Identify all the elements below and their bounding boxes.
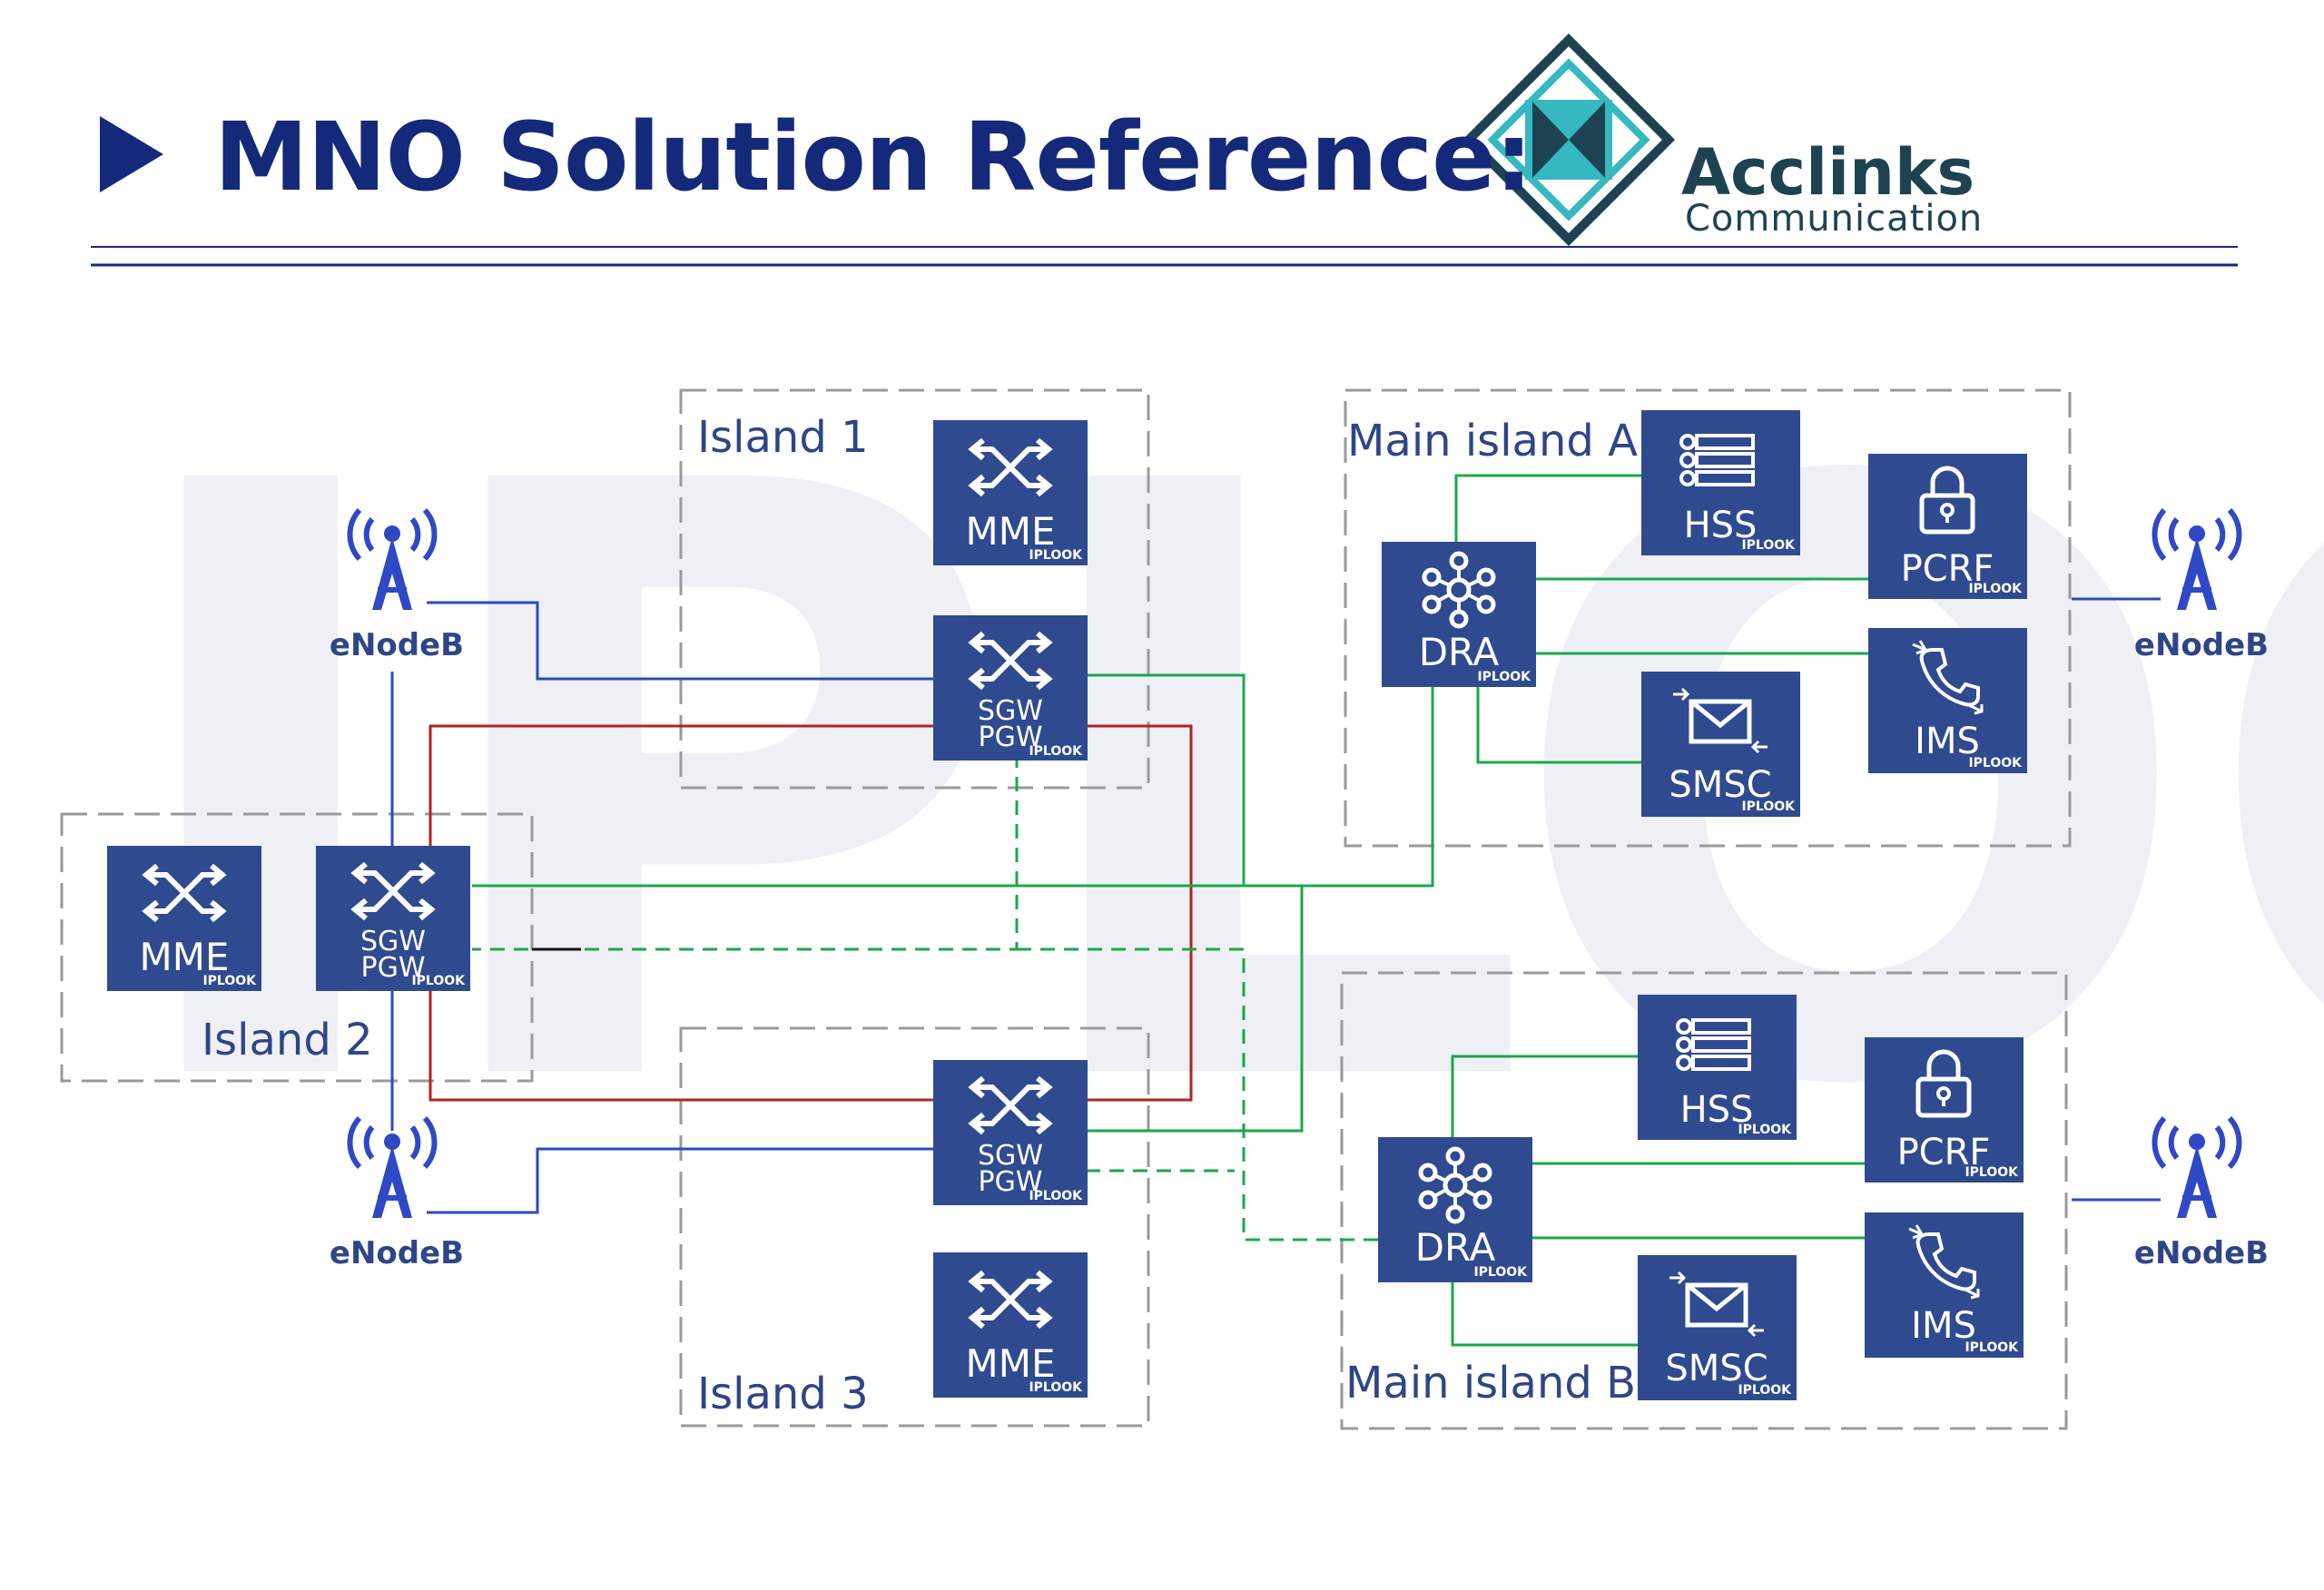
svg-text:IPLOOK: IPLOOK (1738, 1383, 1792, 1398)
label-island-1: Island 1 (697, 412, 869, 463)
svg-text:IPLOOK: IPLOOK (1968, 756, 2023, 770)
node-sgw-pgw-island-1[interactable]: SGW PGW IPLOOK (933, 615, 1088, 761)
svg-text:MME: MME (965, 509, 1055, 554)
svg-text:IPLOOK: IPLOOK (411, 974, 466, 988)
label-island-2: Island 2 (202, 1015, 373, 1065)
svg-text:eNodeB: eNodeB (330, 1235, 464, 1271)
svg-text:IPLOOK: IPLOOK (1477, 670, 1531, 684)
node-pcrf-main-b[interactable]: PCRF IPLOOK (1865, 1037, 2024, 1183)
link-sgw3-core (1086, 886, 1304, 1133)
svg-text:IPLOOK: IPLOOK (1738, 1123, 1792, 1137)
svg-text:HSS: HSS (1684, 505, 1758, 546)
region-island-2 (60, 812, 534, 1083)
enodeb-top-right[interactable]: eNodeB (2134, 510, 2269, 663)
link-dra-b-hss-b (1451, 1055, 1638, 1140)
node-mme-island-3[interactable]: MME IPLOOK (933, 1252, 1088, 1398)
node-sgw-pgw-island-3[interactable]: SGW PGW IPLOOK (933, 1060, 1088, 1205)
svg-text:IMS: IMS (1915, 721, 1980, 762)
svg-text:IPLOOK: IPLOOK (1741, 538, 1796, 553)
node-dra-main-a[interactable]: DRA IPLOOK (1382, 542, 1536, 687)
label-main-island-b: Main island B (1345, 1358, 1636, 1408)
svg-text:PGW: PGW (978, 1166, 1042, 1198)
svg-text:IPLOOK: IPLOOK (1965, 1165, 2019, 1180)
region-island-1 (679, 388, 1150, 790)
region-island-3 (679, 1026, 1150, 1428)
svg-text:IPLOOK: IPLOOK (1965, 1340, 2019, 1355)
svg-text:SMSC: SMSC (1669, 764, 1771, 806)
region-main-island-a (1344, 388, 2072, 848)
node-smsc-main-b[interactable]: SMSC IPLOOK (1638, 1255, 1797, 1400)
svg-text:eNodeB: eNodeB (2134, 1235, 2269, 1271)
page-title: MNO Solution Reference: (214, 102, 1532, 212)
label-main-island-a: Main island A (1347, 416, 1638, 466)
svg-text:IPLOOK: IPLOOK (202, 974, 257, 988)
node-ims-main-b[interactable]: IMS IPLOOK (1865, 1212, 2024, 1358)
enodeb-bottom-right[interactable]: eNodeB (2134, 1118, 2269, 1271)
brand-name: Acclinks (1681, 135, 1975, 210)
link-dra-b-smsc-b (1451, 1280, 1638, 1347)
svg-text:IPLOOK: IPLOOK (1029, 548, 1083, 563)
enodeb-bottom-left[interactable]: eNodeB (330, 1118, 464, 1271)
svg-text:IPLOOK: IPLOOK (1968, 582, 2023, 596)
svg-text:IPLOOK: IPLOOK (1741, 800, 1796, 814)
diameter-backup-links (472, 753, 1378, 1242)
svg-text:SGW: SGW (978, 695, 1043, 727)
svg-text:PGW: PGW (360, 952, 425, 984)
node-smsc-main-a[interactable]: SMSC IPLOOK (1641, 672, 1800, 817)
svg-text:DRA: DRA (1419, 630, 1500, 674)
brand-logo-icon (1462, 33, 1676, 247)
link-dra-a-smsc-a (1476, 686, 1641, 764)
link-sgw1-sgw3 (1086, 724, 1193, 1102)
link-sgw1-core (1086, 673, 1246, 886)
enodeb-top-left[interactable]: eNodeB (330, 510, 464, 663)
node-mme-island-2[interactable]: MME IPLOOK (107, 846, 261, 991)
node-mme-island-1[interactable]: MME IPLOOK (933, 420, 1088, 565)
svg-text:eNodeB: eNodeB (330, 627, 464, 663)
link-sgw2-dra-a (472, 686, 1434, 888)
svg-text:eNodeB: eNodeB (2134, 627, 2269, 663)
svg-text:IMS: IMS (1911, 1305, 1976, 1347)
svg-text:SGW: SGW (360, 926, 426, 957)
svg-text:IPLOOK: IPLOOK (1029, 1380, 1083, 1395)
title-bullet-icon (100, 116, 163, 192)
svg-text:SMSC: SMSC (1665, 1348, 1768, 1389)
node-hss-main-b[interactable]: HSS IPLOOK (1638, 995, 1797, 1140)
region-main-island-b (1340, 971, 2068, 1430)
s1-links (390, 597, 2161, 1214)
node-sgw-pgw-island-2[interactable]: SGW PGW IPLOOK (316, 846, 470, 991)
node-pcrf-main-a[interactable]: PCRF IPLOOK (1868, 454, 2027, 599)
diameter-links (472, 474, 1870, 1347)
svg-text:HSS: HSS (1680, 1089, 1754, 1131)
node-ims-main-a[interactable]: IMS IPLOOK (1868, 628, 2027, 773)
node-hss-main-a[interactable]: HSS IPLOOK (1641, 410, 1800, 555)
svg-text:DRA: DRA (1415, 1225, 1496, 1270)
svg-text:IPLOOK: IPLOOK (1029, 1189, 1083, 1203)
link-enodeb-bl-sgw3 (427, 1147, 935, 1214)
svg-text:PCRF: PCRF (1897, 1132, 1991, 1173)
link-enodeb-tl-sgw1 (427, 601, 935, 681)
svg-text:MME: MME (965, 1341, 1055, 1386)
node-dra-main-b[interactable]: DRA IPLOOK (1378, 1137, 1532, 1282)
svg-text:IPLOOK: IPLOOK (1029, 744, 1083, 759)
label-island-3: Island 3 (697, 1369, 869, 1419)
svg-text:MME: MME (139, 935, 229, 979)
brand-subtitle: Communication (1685, 198, 1984, 240)
link-dra-a-hss-a (1454, 474, 1641, 545)
svg-text:IPLOOK: IPLOOK (1473, 1265, 1528, 1280)
svg-text:SGW: SGW (978, 1140, 1043, 1172)
svg-text:PGW: PGW (978, 721, 1042, 753)
svg-text:PCRF: PCRF (1901, 548, 1994, 590)
